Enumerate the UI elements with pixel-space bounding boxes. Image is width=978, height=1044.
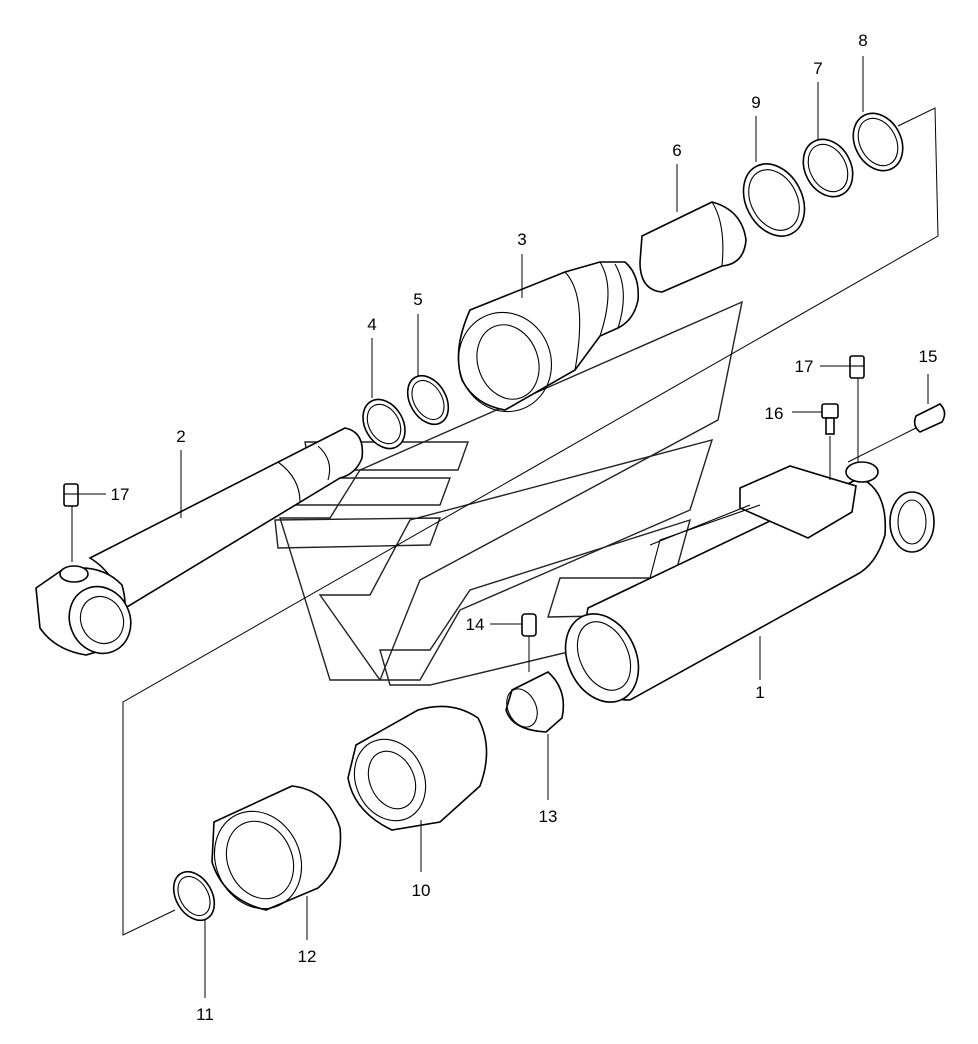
callout-8: 8 (858, 31, 867, 50)
callout-14: 14 (466, 615, 485, 634)
part-5-ring (406, 374, 450, 426)
part-2-piston-rod (35, 427, 364, 656)
part-4-ring (362, 398, 406, 450)
callout-1: 1 (755, 683, 764, 702)
callout-labels: 8 7 9 6 3 5 4 2 17 17 15 16 14 1 13 10 1… (111, 31, 938, 1024)
callout-6: 6 (672, 141, 681, 160)
callout-7: 7 (813, 59, 822, 78)
callout-2: 2 (176, 427, 185, 446)
part-17-fitting-right (849, 355, 865, 379)
part-8-ring (852, 112, 904, 172)
part-11-ring (172, 870, 216, 922)
callout-13: 13 (539, 807, 558, 826)
callout-4: 4 (367, 315, 376, 334)
part-10-piston (347, 705, 488, 831)
callout-9: 9 (751, 93, 760, 112)
callout-10: 10 (412, 881, 431, 900)
callout-5: 5 (413, 290, 422, 309)
part-6-bushing (639, 201, 747, 293)
callout-3: 3 (517, 230, 526, 249)
part-3-gland (457, 261, 640, 413)
part-7-ring (802, 138, 854, 198)
callout-15: 15 (919, 347, 938, 366)
part-9-ring (742, 163, 806, 237)
callout-12: 12 (298, 947, 317, 966)
callout-17-right: 17 (795, 357, 814, 376)
part-17-fitting-left (63, 483, 79, 507)
part-12-bushing (211, 785, 342, 911)
leader-lines (71, 56, 929, 998)
part-15-pin (913, 403, 946, 433)
part-13-collar (505, 671, 565, 733)
callout-11: 11 (196, 1005, 214, 1024)
part-14-pin (521, 613, 537, 637)
callout-16: 16 (765, 404, 784, 423)
callout-17-left: 17 (111, 485, 130, 504)
part-1-cylinder-body (564, 461, 935, 703)
part-16-bolt (821, 403, 839, 435)
assembly-bracket (122, 107, 939, 936)
